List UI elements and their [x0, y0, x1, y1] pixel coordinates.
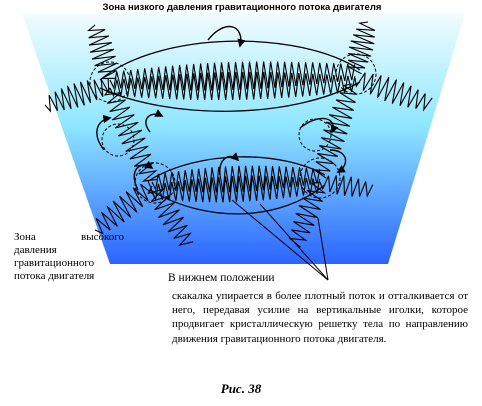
arrow-bottom-left [133, 160, 154, 191]
leader-line-3 [317, 217, 329, 281]
joint-circle-bottom-right [299, 157, 341, 199]
position-label: В нижнем положении [168, 272, 275, 284]
zone-label-high-pressure: Зона высокого давления гравитационного п… [14, 231, 124, 282]
rope-bottom-upper [149, 156, 326, 181]
spring-bottom-upper [151, 165, 321, 193]
description-text: скакалка упирается в более плотный поток… [172, 290, 468, 345]
joint-circle-mid-left [101, 123, 135, 157]
zone-title-low-pressure: Зона низкого давления гравитационного по… [102, 2, 382, 13]
spring-top-far-left [44, 78, 110, 113]
spring-bottom-far-right [319, 175, 374, 198]
spring-top-far-right [354, 72, 433, 112]
rope-top-upper [99, 40, 361, 81]
spring-bottom-far-left [94, 180, 155, 235]
arrow-bottom-center [219, 152, 240, 176]
figure-caption: Рис. 38 [220, 381, 262, 396]
rope-bottom-lower [149, 184, 326, 215]
joint-circles [89, 53, 377, 204]
arrow-right [329, 149, 347, 173]
joint-circle-mid-right [298, 118, 332, 152]
spring-vertical-left [103, 87, 159, 182]
rotation-arrows [96, 25, 347, 191]
spring-lattice [44, 21, 433, 248]
joint-circle-top-right [335, 53, 377, 95]
spring-vertical-top-left [87, 24, 117, 80]
spring-top-upper [109, 61, 356, 91]
arrow-top-center [207, 25, 246, 48]
arrow-mid-left [145, 109, 164, 133]
spring-vertical-right [312, 83, 358, 179]
rope-top-lower [99, 81, 361, 112]
spring-vertical-top-right [347, 21, 376, 75]
leader-lines [231, 199, 329, 281]
rope-curves [99, 40, 361, 215]
arrow-top-right [299, 117, 339, 134]
gravity-flow-zone [22, 14, 465, 264]
leader-line-1 [231, 199, 329, 281]
spring-bottom-lower [151, 175, 321, 203]
leader-line-2 [259, 203, 329, 281]
spring-vertical-bottom-right [288, 181, 327, 248]
joint-circle-top-left [89, 61, 131, 103]
spring-top-lower [109, 71, 356, 101]
arrow-left [96, 114, 112, 151]
spring-vertical-bottom-left [147, 185, 194, 246]
